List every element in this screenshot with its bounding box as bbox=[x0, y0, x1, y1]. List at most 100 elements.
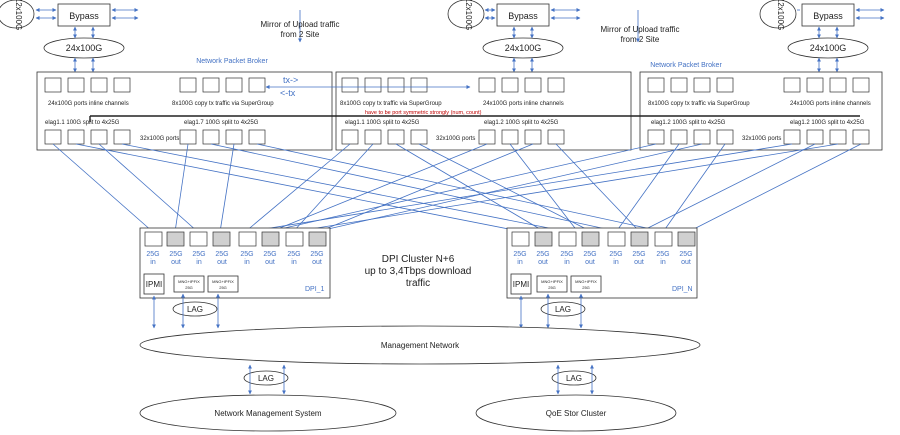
ports-12x100g-ellipse-right bbox=[759, 0, 797, 29]
cluster-line-1: DPI Cluster N+6 bbox=[382, 254, 455, 265]
npb-32x100g-left: 32x100G ports bbox=[140, 136, 179, 142]
npb-symmetric-note: have to be port symmetric strongly (num,… bbox=[365, 110, 482, 116]
bypass-label-center: Bypass bbox=[508, 11, 538, 21]
dpi1-speed-5: 25G bbox=[240, 251, 253, 258]
dpi1-dir-4: out bbox=[217, 259, 227, 266]
lag-dpin-label: LAG bbox=[555, 305, 571, 314]
dpin-speed-5: 25G bbox=[609, 251, 622, 258]
dpi1-speed-1: 25G bbox=[146, 251, 159, 258]
dpi1-speed-7: 25G bbox=[287, 251, 300, 258]
npb-elag17-left: elag1.7 100G split to 4x25G bbox=[184, 120, 259, 126]
ports-12x100g-label-left: 12x100G bbox=[14, 0, 23, 30]
tx-left-label: <-tx bbox=[280, 88, 296, 98]
npb-copy-center: 8x100G copy tx traffic via SuperGroup bbox=[340, 101, 442, 107]
dpi1-speed-8: 25G bbox=[310, 251, 323, 258]
npb-title-right: Network Packet Broker bbox=[650, 62, 722, 69]
dpi1-dir-7: in bbox=[291, 259, 297, 266]
dpi1-dir-3: in bbox=[196, 259, 202, 266]
bypass-box-right bbox=[801, 3, 855, 27]
bypass-label-right: Bypass bbox=[813, 11, 843, 21]
dpi1-dir-1: in bbox=[150, 259, 156, 266]
dpi1-mng-speed-2: 25G bbox=[219, 285, 227, 290]
dpi1-ipmi-label: IPMI bbox=[146, 280, 162, 289]
dpin-dir-7: in bbox=[660, 259, 666, 266]
mirror-label-right-2: from 2 Site bbox=[621, 35, 660, 44]
bypass-box-left bbox=[57, 3, 111, 27]
dpi1-speed-6: 25G bbox=[263, 251, 276, 258]
trunk-24x100g-center bbox=[482, 37, 564, 59]
dpin-speed-1: 25G bbox=[513, 251, 526, 258]
dpin-speed-8: 25G bbox=[679, 251, 692, 258]
trunk-label-right: 24x100G bbox=[810, 43, 847, 53]
dpin-speed-4: 25G bbox=[583, 251, 596, 258]
npb-elag11-center: elag1.1 100G split to 4x25G bbox=[345, 120, 420, 126]
dpin-speed-7: 25G bbox=[656, 251, 669, 258]
dpin-dir-4: out bbox=[585, 259, 595, 266]
cluster-line-2: up to 3,4Tbps download bbox=[365, 266, 472, 277]
dpin-speed-2: 25G bbox=[536, 251, 549, 258]
cluster-line-3: traffic bbox=[406, 278, 430, 289]
lag-dpi1-label: LAG bbox=[187, 305, 203, 314]
dpin-speed-6: 25G bbox=[632, 251, 645, 258]
lag-qoe bbox=[551, 370, 597, 386]
dpin-speed-3: 25G bbox=[560, 251, 573, 258]
npb-right: Network Packet Broker 8x100G copy tx tra… bbox=[639, 62, 883, 151]
npb-elag12-center: elag1.2 100G split to 4x25G bbox=[484, 120, 559, 126]
dpin-dir-2: out bbox=[538, 259, 548, 266]
qoe-ellipse bbox=[475, 394, 677, 432]
npb-inline-center: 24x100G ports inline channels bbox=[483, 101, 564, 107]
trunk-label-center: 24x100G bbox=[505, 43, 542, 53]
tx-right-label: tx-> bbox=[283, 75, 298, 85]
site-center: 12x100G Bypass 24x100G bbox=[447, 0, 581, 73]
dpi1-mng-2: MNG+IPFIX bbox=[212, 279, 234, 284]
npb-32x100g-right: 32x100G ports bbox=[742, 136, 781, 142]
npb-title-left: Network Packet Broker bbox=[196, 58, 268, 65]
npb-inline-left: 24x100G ports inline channels bbox=[48, 101, 129, 107]
npb-32x100g-center: 32x100G ports bbox=[436, 136, 475, 142]
npb-left: Network Packet Broker 24x100G ports inli… bbox=[36, 58, 333, 151]
nms-label: Network Management System bbox=[214, 409, 321, 418]
dpi1-dir-6: out bbox=[265, 259, 275, 266]
dpin-name: DPI_N bbox=[672, 286, 693, 293]
site-left: 12x100G Bypass 24x100G bbox=[0, 0, 139, 73]
site-right: 12x100G Bypass 24x100G bbox=[759, 0, 885, 73]
dpi1-ipmi-box bbox=[143, 273, 165, 295]
dpi1-mng-speed-1: 25G bbox=[185, 285, 193, 290]
dpi1-mng-1: MNG+IPFIX bbox=[178, 279, 200, 284]
bypass-box-center bbox=[496, 3, 550, 27]
lag-qoe-label: LAG bbox=[566, 374, 582, 383]
trunk-label-left: 24x100G bbox=[66, 43, 103, 53]
dpin-dir-6: out bbox=[634, 259, 644, 266]
dpin-ipmi-box bbox=[510, 273, 532, 295]
management-network-label: Management Network bbox=[381, 341, 460, 350]
ports-12x100g-ellipse-center bbox=[447, 0, 485, 29]
dpin-dir-5: in bbox=[613, 259, 619, 266]
lag-nms-label: LAG bbox=[258, 374, 274, 383]
npb-center: 8x100G copy tx traffic via SuperGroup 24… bbox=[335, 71, 632, 151]
npb-elag12b-right: elag1.2 100G split to 4x25G bbox=[790, 120, 865, 126]
nms-ellipse bbox=[139, 394, 397, 432]
dpi1-name: DPI_1 bbox=[305, 286, 325, 293]
dpi1-speed-4: 25G bbox=[215, 251, 228, 258]
npb-dpi-links bbox=[52, 143, 862, 233]
dpi1-speed-3: 25G bbox=[192, 251, 205, 258]
dpin-mng-speed-1: 25G bbox=[548, 285, 556, 290]
lag-nms bbox=[243, 370, 289, 386]
npb-copy-left: 8x100G copy tx traffic via SuperGroup bbox=[172, 101, 274, 107]
npb-inline-right: 24x100G ports inline channels bbox=[790, 101, 871, 107]
management-network bbox=[139, 325, 701, 365]
dpin-mng-2: MNG+IPFIX bbox=[575, 279, 597, 284]
npb-elag12-right: elag1.2 100G split to 4x25G bbox=[651, 120, 726, 126]
npb-elag11-left: elag1.1 100G split to 4x25G bbox=[45, 120, 120, 126]
mirror-label-right-1: Mirror of Upload traffic bbox=[601, 25, 680, 34]
npb-copy-right: 8x100G copy tx traffic via SuperGroup bbox=[648, 101, 750, 107]
dpi1-dir-2: out bbox=[171, 259, 181, 266]
dpin-dir-8: out bbox=[681, 259, 691, 266]
dpi1-dir-8: out bbox=[312, 259, 322, 266]
ports-12x100g-label-right: 12x100G bbox=[776, 0, 785, 30]
dpin-mng-1: MNG+IPFIX bbox=[541, 279, 563, 284]
dpin-mng-speed-2: 25G bbox=[582, 285, 590, 290]
